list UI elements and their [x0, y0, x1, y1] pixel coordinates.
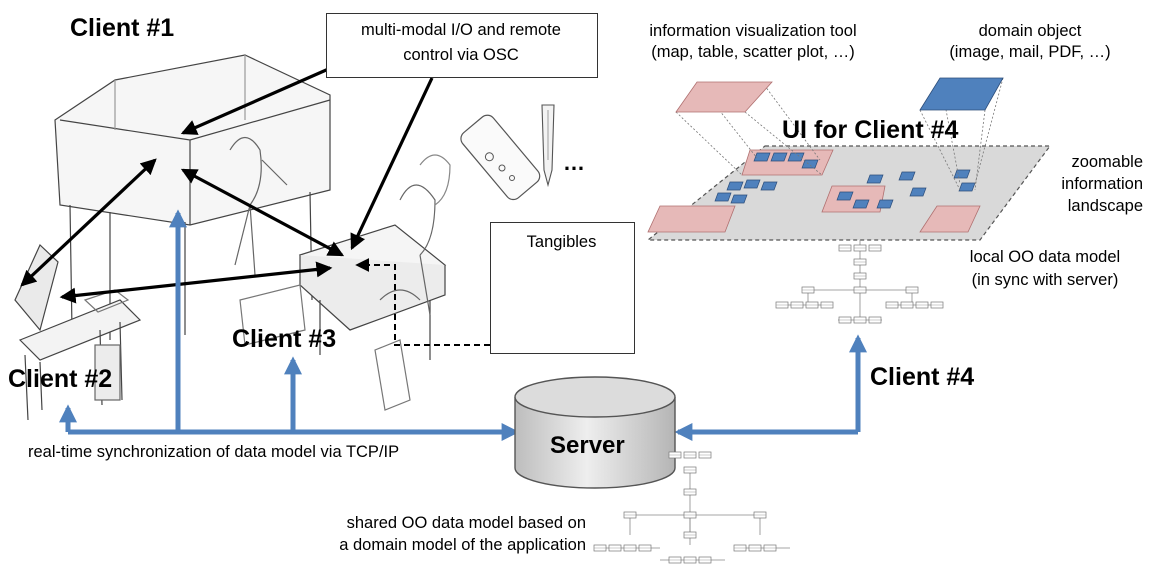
local-model-caption-line2: (in sync with server) — [971, 271, 1119, 289]
pen-device-sketch — [541, 104, 555, 188]
io-callout-line1: multi-modal I/O and remote — [361, 21, 561, 39]
io-callout-line2: control via OSC — [403, 46, 519, 64]
tangibles-dashed-link — [355, 258, 490, 346]
domain-object-overlay — [919, 77, 1004, 111]
client1-label: Client #1 — [70, 14, 175, 42]
local-oo-data-model-nodes — [775, 244, 944, 324]
local-model-caption-line1: local OO data model — [969, 248, 1121, 266]
client2-label: Client #2 — [8, 365, 113, 393]
tangibles-box — [490, 222, 635, 354]
tangibles-title: Tangibles — [526, 233, 597, 251]
black-callout-arrows — [20, 65, 434, 304]
zoomable-caption-line3: landscape — [1067, 197, 1143, 215]
domain-object-caption-line1: domain object — [978, 22, 1082, 40]
vis-tool-caption-line2: (map, table, scatter plot, …) — [651, 43, 855, 61]
server-label: Server — [550, 432, 625, 459]
ui-for-client4-label: UI for Client #4 — [782, 116, 959, 144]
more-devices-ellipsis: … — [563, 150, 585, 175]
zoomable-caption-line2: information — [1061, 175, 1143, 193]
landscape-blue-objects — [714, 152, 976, 209]
vis-tool-caption-line1: information visualization tool — [649, 22, 857, 40]
zoomable-caption-line1: zoomable — [1071, 153, 1143, 171]
vis-tool-overlay — [675, 81, 773, 113]
io-callout-box — [326, 13, 598, 78]
shared-model-caption-line2: a domain model of the application — [339, 536, 586, 554]
wii-remote-device-sketch — [460, 114, 541, 201]
client1-display-wall-sketch — [54, 54, 331, 340]
shared-model-caption-line1: shared OO data model based on — [346, 514, 586, 532]
sync-caption: real-time synchronization of data model … — [28, 443, 400, 461]
client3-label: Client #3 — [232, 325, 337, 353]
client4-label: Client #4 — [870, 363, 975, 391]
domain-object-caption-line2: (image, mail, PDF, …) — [949, 43, 1111, 61]
server-database-cylinder — [514, 376, 676, 489]
blue-sync-arrows — [59, 209, 867, 441]
client3-tabletop-sketch — [239, 154, 451, 411]
